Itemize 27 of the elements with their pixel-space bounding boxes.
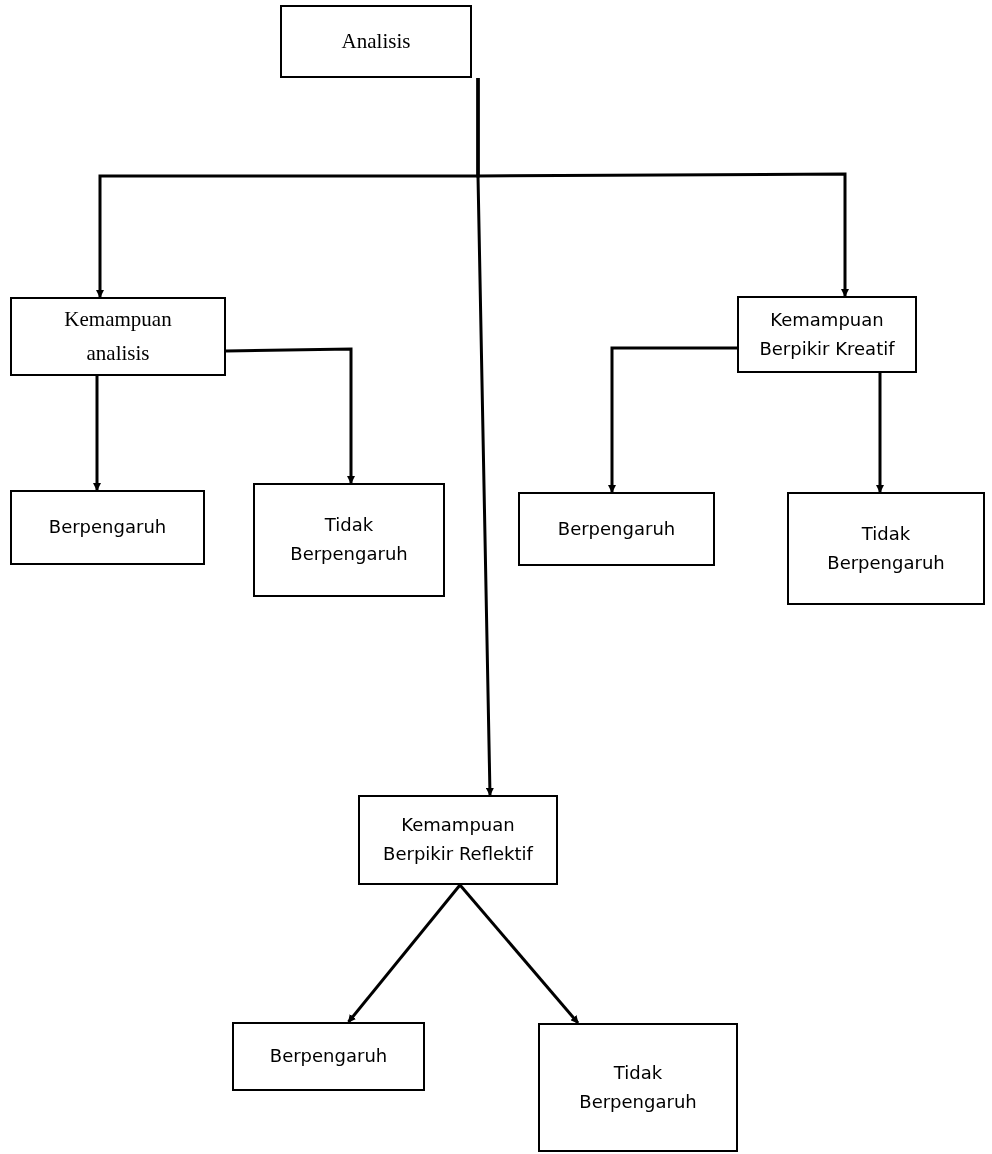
box-label: Berpengaruh (557, 516, 676, 541)
box-label: Tidak Berpengaruh (578, 1060, 698, 1114)
box-label: Tidak Berpengaruh (826, 521, 946, 575)
box-label: Kemampuan analisis (63, 305, 173, 367)
arrow (225, 347, 355, 484)
process-box (232, 1022, 425, 1091)
box-label: Berpengaruh (269, 1044, 388, 1069)
process-box (787, 492, 985, 605)
process-box (538, 1023, 738, 1152)
process-box (10, 297, 226, 376)
box-label: Kemampuan Berpikir Kreatif (758, 307, 896, 361)
arrow (347, 884, 462, 1023)
arrow (876, 373, 884, 493)
arrow (93, 376, 101, 491)
arrow (608, 346, 737, 493)
box-label: Tidak Berpengaruh (289, 513, 409, 566)
process-box (280, 5, 472, 78)
box-label: Kemampuan Berpikir Reflektif (382, 813, 535, 866)
process-box (518, 492, 715, 566)
process-box (358, 795, 558, 885)
process-box (10, 490, 205, 565)
process-box (737, 296, 917, 373)
box-label: Berpengaruh (48, 515, 167, 540)
arrow (476, 78, 494, 796)
arrow (458, 884, 580, 1024)
process-box (253, 483, 445, 597)
box-label: Analisis (341, 27, 411, 55)
